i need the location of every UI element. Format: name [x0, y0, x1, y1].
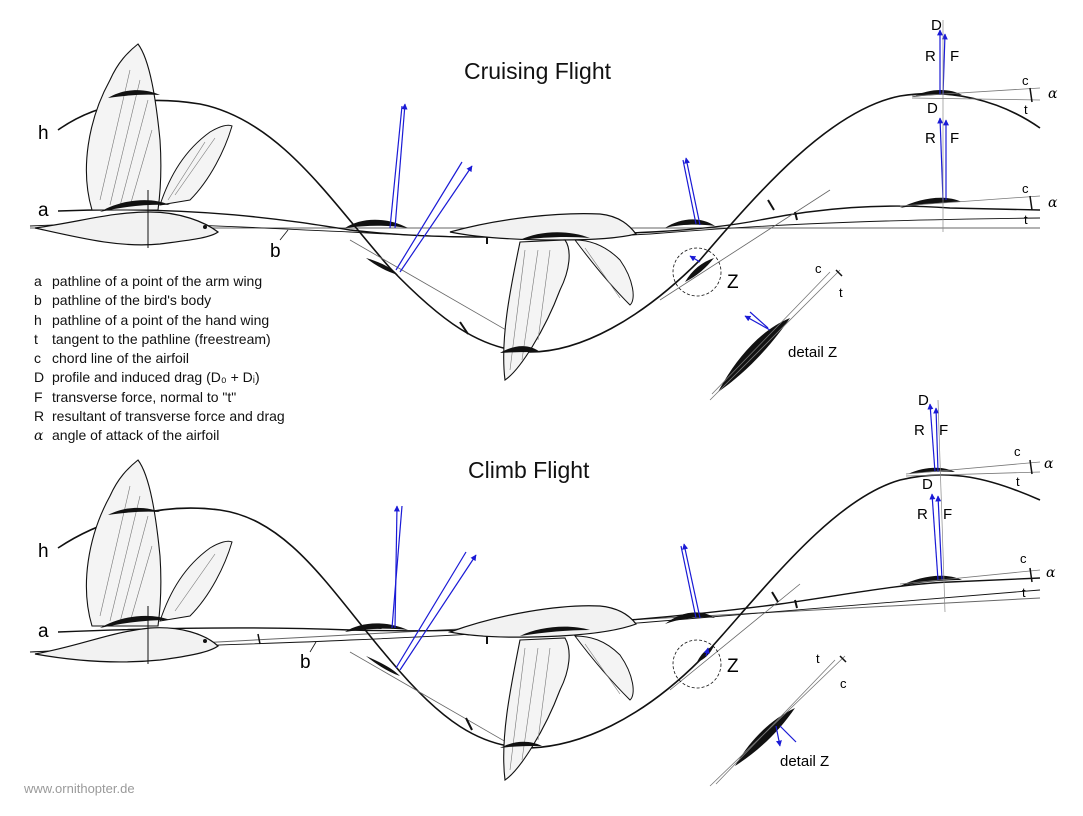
svg-text:D: D: [927, 100, 938, 117]
label-h-climb: h: [38, 541, 49, 562]
svg-text:t: t: [1024, 102, 1028, 117]
svg-text:F: F: [943, 506, 952, 523]
climb-flight-diagram: h a b Z detail Z t c D R F D R F c t α c…: [29, 392, 1056, 787]
svg-text:c: c: [1022, 181, 1029, 196]
svg-text:R: R: [925, 48, 936, 65]
label-z-cruising: Z: [727, 272, 739, 293]
climb-flight-title: Climb Flight: [468, 457, 590, 483]
svg-text:α: α: [1046, 565, 1056, 581]
cruising-flight-title: Cruising Flight: [464, 58, 611, 84]
svg-text:c: c: [840, 676, 847, 691]
svg-text:c: c: [815, 261, 822, 276]
svg-text:t: t: [1024, 212, 1028, 227]
label-b-cruising: b: [270, 241, 281, 262]
svg-text:R: R: [925, 130, 936, 147]
svg-text:c: c: [1014, 444, 1021, 459]
label-a-climb: a: [38, 621, 49, 642]
label-z-climb: Z: [727, 656, 739, 677]
label-d-top-cruising: D: [931, 17, 942, 34]
svg-text:α: α: [1044, 456, 1054, 472]
label-a-cruising: a: [38, 200, 49, 221]
svg-text:α: α: [1048, 195, 1058, 211]
svg-text:F: F: [950, 130, 959, 147]
detail-z-marker-climb: [672, 639, 722, 689]
label-h-cruising: h: [38, 123, 49, 144]
svg-text:R: R: [914, 422, 925, 439]
watermark: www.ornithopter.de: [24, 781, 135, 796]
svg-text:t: t: [839, 285, 843, 300]
svg-text:D: D: [922, 476, 933, 493]
svg-text:t: t: [1022, 585, 1026, 600]
svg-text:t: t: [1016, 474, 1020, 489]
svg-text:α: α: [1048, 86, 1058, 102]
bird-left-climb: [34, 459, 233, 664]
bird-left-cruising: [34, 43, 233, 248]
bird-middle-cruising: [449, 213, 638, 381]
svg-text:F: F: [950, 48, 959, 65]
detail-z-label-cruising: detail Z: [788, 344, 837, 361]
cruising-flight-diagram: h a b Z detail Z c t D R F D R F c t α c…: [29, 17, 1058, 401]
label-d-top-climb: D: [918, 392, 929, 409]
detail-z-marker-cruising: [672, 247, 722, 297]
svg-text:R: R: [917, 506, 928, 523]
svg-text:F: F: [939, 422, 948, 439]
detail-z-label-climb: detail Z: [780, 753, 829, 770]
svg-text:t: t: [816, 651, 820, 666]
svg-text:c: c: [1020, 551, 1027, 566]
svg-text:c: c: [1022, 73, 1029, 88]
label-b-climb: b: [300, 652, 311, 673]
